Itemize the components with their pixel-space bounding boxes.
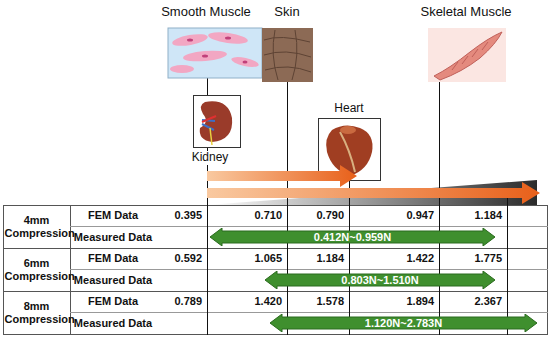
- table-value: 1.578: [314, 295, 346, 308]
- table-value: 1.894: [404, 295, 436, 308]
- smooth-muscle-image: [168, 28, 262, 78]
- table-value: 1.422: [404, 252, 436, 265]
- range-arrow-outline: [210, 228, 495, 246]
- table-value: 0.710: [252, 209, 284, 222]
- range-text: 1.120N~2.783N: [270, 314, 537, 332]
- table-value: 0.947: [404, 209, 436, 222]
- range-text: 0.803N~1.510N: [265, 271, 495, 289]
- skeletal-muscle-image: [428, 28, 506, 82]
- table-value: 1.775: [472, 252, 504, 265]
- table-value: 1.184: [472, 209, 504, 222]
- table-value: 1.420: [252, 295, 284, 308]
- marker-lines: [208, 78, 508, 335]
- range-arrow: 0.412N~0.959N: [210, 228, 495, 246]
- tissue-label: Smooth Muscle: [161, 5, 251, 20]
- row-subheader: FEM Data: [88, 295, 138, 308]
- table-value: 0.790: [314, 209, 346, 222]
- row-subheader: Measured Data: [74, 274, 152, 287]
- tissue-label: Heart: [334, 102, 363, 116]
- kidney-image: [194, 96, 241, 148]
- table-value: 0.789: [172, 295, 204, 308]
- range-arrow: 1.120N~2.783N: [270, 314, 537, 332]
- table-value: 2.367: [472, 295, 504, 308]
- row-subheader: FEM Data: [88, 252, 138, 265]
- row-header: 8mm Compression: [5, 300, 69, 325]
- table-value: 0.395: [172, 209, 204, 222]
- trend-arrow: [207, 182, 540, 204]
- row-subheader: Measured Data: [74, 231, 152, 244]
- trend-arrow: [207, 165, 357, 187]
- tissue-label: Skin: [274, 5, 299, 20]
- row-header: 4mm Compression: [5, 214, 69, 239]
- table-value: 1.184: [314, 252, 346, 265]
- row-subheader: Measured Data: [74, 317, 152, 330]
- range-arrow-outline: [270, 314, 537, 332]
- skin-image: [262, 28, 313, 82]
- table-value: 1.065: [252, 252, 284, 265]
- row-subheader: FEM Data: [88, 209, 138, 222]
- range-text: 0.412N~0.959N: [210, 228, 495, 246]
- tissue-label: Kidney: [190, 151, 231, 165]
- range-arrow-outline: [265, 271, 495, 289]
- table-value: 0.592: [172, 252, 204, 265]
- table-grid: [3, 205, 548, 335]
- row-header: 6mm Compression: [5, 257, 69, 282]
- range-arrow: 0.803N~1.510N: [265, 271, 495, 289]
- tissue-label: Skeletal Muscle: [420, 5, 511, 20]
